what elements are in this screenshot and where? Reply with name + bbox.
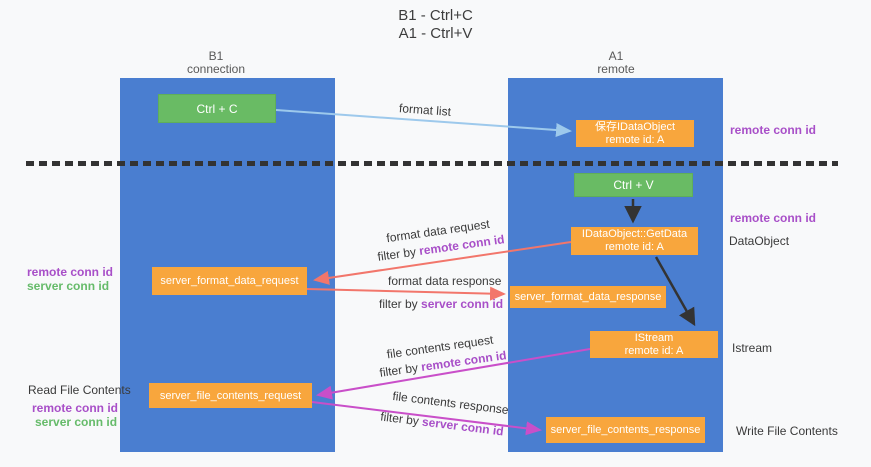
node-ctrl-c-label: Ctrl + C [196,101,238,116]
right-remote-conn-id-1: remote conn id [730,123,817,137]
left-read-file-contents-label: Read File Contents [28,383,131,397]
server-conn-id-text: server conn id [421,414,505,439]
node-idataobject-getdata: IDataObject::GetData remote id: A [571,227,698,255]
column-b1-role: connection [186,62,246,76]
filter-by-text: filter by [376,244,421,264]
title-line-2: A1 - Ctrl+V [398,25,473,42]
node-ctrl-c: Ctrl + C [158,94,276,123]
node-server-file-contents-response: server_file_contents_response [546,417,705,443]
label-filter-server-1: filter by server conn id [379,297,503,311]
right-dataobject-label: DataObject [729,234,790,248]
node-save-idataobject-line1: 保存IDataObject [594,120,676,133]
label-format-list: format list [398,101,452,119]
column-a1-name: A1 [608,49,624,63]
node-save-idataobject-line2: remote id: A [605,133,665,146]
filter-by-text: filter by [378,360,423,380]
filter-by-text: filter by [379,297,422,311]
server-conn-id-text: server conn id [421,297,504,311]
node-file-request-label: server_file_contents_request [159,389,302,402]
node-istream: IStream remote id: A [590,331,718,358]
right-write-file-contents-label: Write File Contents [736,424,838,438]
left-remote-conn-id-2: remote conn id [32,401,119,415]
right-istream-label: Istream [732,341,773,355]
column-a1-role: remote [597,62,635,76]
node-server-format-data-response: server_format_data_response [510,286,666,308]
node-format-response-label: server_format_data_response [514,291,662,303]
node-server-file-contents-request: server_file_contents_request [149,383,312,408]
label-format-data-response: format data response [388,274,502,288]
node-file-response-label: server_file_contents_response [550,424,701,436]
node-getdata-line2: remote id: A [605,241,664,253]
left-remote-conn-id-1: remote conn id [27,265,114,279]
format-data-response-arrow [306,286,506,301]
right-remote-conn-id-2: remote conn id [730,211,817,225]
column-header-a1: A1 remote [556,50,676,76]
column-header-b1: B1 connection [156,50,276,76]
left-server-conn-id-1: server conn id [27,279,110,293]
node-save-idataobject: 保存IDataObject remote id: A [576,120,694,147]
title-line-1: B1 - Ctrl+C [398,7,473,24]
node-format-request-label: server_format_data_request [160,275,299,287]
filter-by-text: filter by [379,409,423,429]
diagram-title: B1 - Ctrl+C A1 - Ctrl+V [0,7,871,43]
node-ctrl-v: Ctrl + V [574,173,693,197]
node-istream-line1: IStream [634,331,674,344]
node-istream-line2: remote id: A [624,344,684,357]
node-server-format-data-request: server_format_data_request [152,267,307,295]
dashed-separator [26,161,838,166]
node-getdata-line1: IDataObject::GetData [581,228,688,240]
column-b1-name: B1 [208,49,224,63]
node-ctrl-v-label: Ctrl + V [613,178,654,192]
left-server-conn-id-2: server conn id [35,415,118,429]
